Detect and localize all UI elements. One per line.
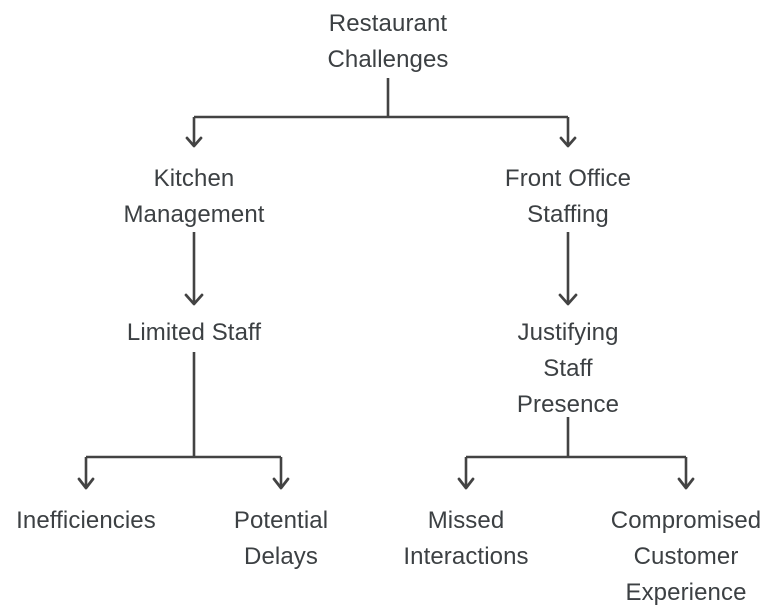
node-front-office-staffing[interactable]: Front Office Staffing [504, 165, 632, 228]
node-kitchen-management[interactable]: Kitchen Management [123, 165, 265, 228]
arrowhead-to-justifying [558, 293, 578, 306]
arrowhead-to-frontoffice [559, 136, 577, 148]
node-justifying-staff-presence[interactable]: Justifying Staff Presence [516, 319, 620, 418]
node-compromised-customer-experience[interactable]: Compromised Customer Experience [610, 507, 762, 606]
node-missed-interactions[interactable]: Missed Interactions [403, 507, 529, 570]
node-restaurant-challenges[interactable]: Restaurant Challenges [327, 10, 449, 73]
arrowhead-to-potential-delays [272, 477, 290, 490]
arrowhead-to-inefficiencies [77, 477, 95, 490]
node-inefficiencies[interactable]: Inefficiencies [16, 507, 156, 534]
node-potential-delays[interactable]: Potential Delays [233, 507, 329, 570]
arrowhead-to-missed-interactions [457, 477, 475, 490]
arrowhead-to-limited [184, 293, 204, 306]
node-limited-staff[interactable]: Limited Staff [126, 319, 262, 346]
arrowhead-to-compromised-experience [677, 477, 695, 490]
arrowhead-to-kitchen [185, 136, 203, 148]
